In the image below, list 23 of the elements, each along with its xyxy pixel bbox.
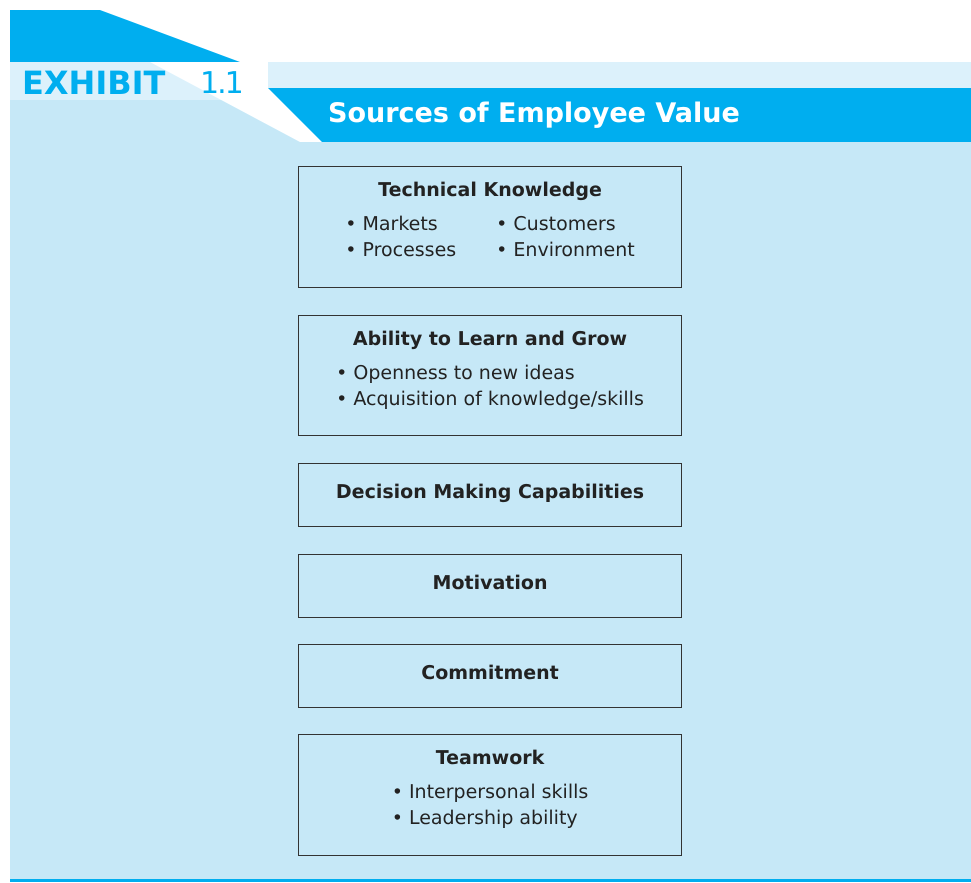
category-box	[298, 554, 682, 618]
category-box	[298, 734, 682, 856]
bullet-item: • Markets	[345, 212, 438, 237]
bullet-item: • Openness to new ideas	[336, 361, 575, 386]
box-heading: Decision Making Capabilities	[336, 481, 644, 503]
bullet-item: • Processes	[345, 238, 456, 263]
exhibit-number: 1.1	[200, 66, 242, 101]
category-box	[298, 463, 682, 527]
box-heading: Technical Knowledge	[378, 179, 602, 201]
bullet-item: • Environment	[496, 238, 635, 263]
title: Sources of Employee Value	[328, 98, 740, 129]
box-heading: Motivation	[432, 572, 548, 594]
bullet-item: • Acquisition of knowledge/skills	[336, 387, 644, 412]
category-box	[298, 166, 682, 288]
bullet-item: • Customers	[496, 212, 616, 237]
category-box	[298, 315, 682, 436]
bullet-item: • Interpersonal skills	[392, 780, 588, 805]
bullet-item: • Leadership ability	[392, 806, 578, 831]
category-box	[298, 644, 682, 708]
box-heading: Commitment	[421, 662, 559, 684]
exhibit-label: EXHIBIT	[22, 64, 166, 102]
box-heading: Ability to Learn and Grow	[352, 328, 628, 350]
box-heading: Teamwork	[436, 747, 544, 769]
